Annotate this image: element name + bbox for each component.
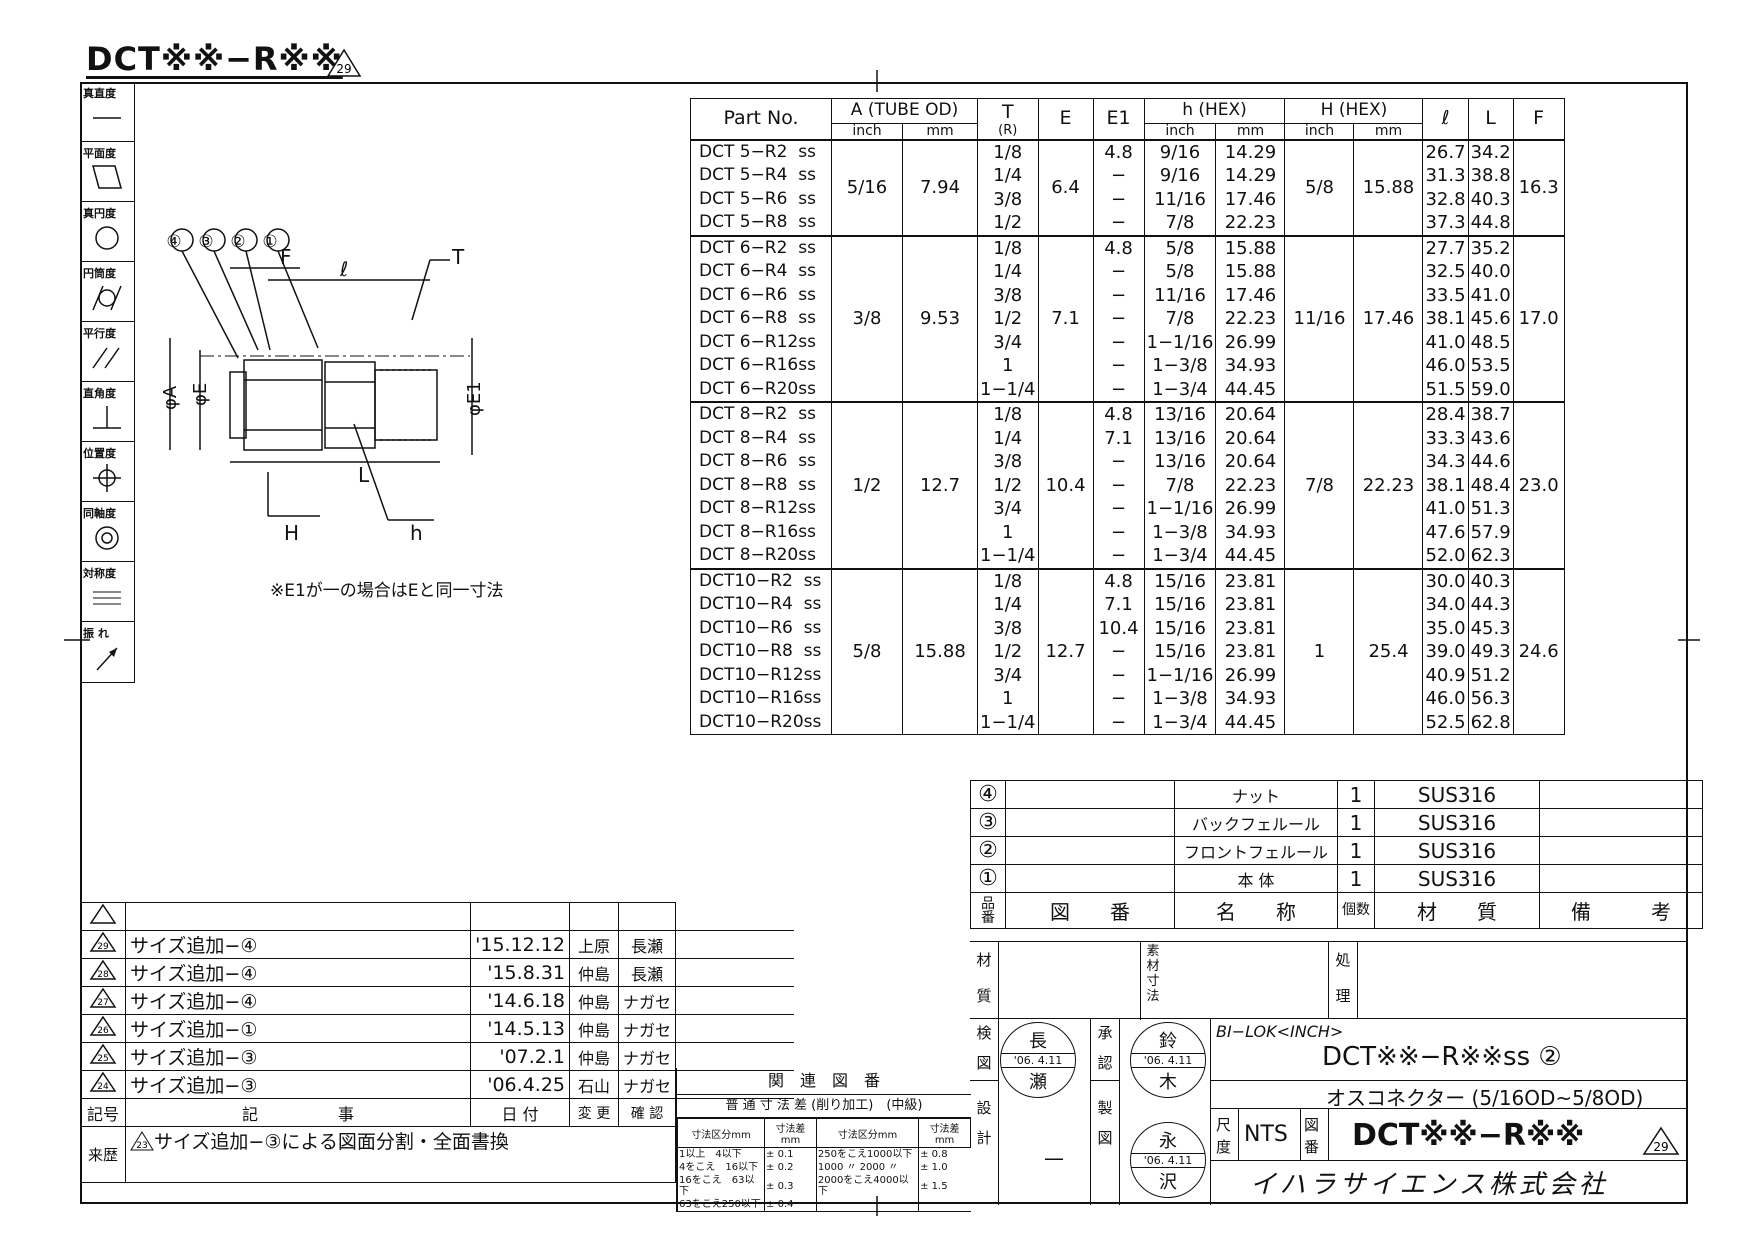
design-value: —	[1044, 1146, 1064, 1170]
drawing-rev-icon: 29	[1642, 1126, 1680, 1155]
tol-cell: 真円度	[80, 202, 134, 262]
header-revision: 29	[336, 62, 351, 76]
col-l: ℓ	[1422, 98, 1469, 140]
material-label: 材質	[970, 942, 999, 1019]
col-H: H (HEX)	[1284, 98, 1424, 124]
tol-cell: 同軸度	[80, 502, 134, 562]
svg-text:26: 26	[97, 1026, 109, 1036]
product-name: オスコネクター (5/16OD~5/8OD)	[1326, 1086, 1644, 1110]
approve-column: 承認 製図	[1090, 1018, 1120, 1205]
col-part-no: Part No.	[690, 98, 832, 140]
drawing-note: ※E1が一の場合はEと同一寸法	[270, 581, 504, 601]
col-L: L	[1467, 98, 1514, 140]
dim-L: L	[358, 463, 370, 487]
fitting-drawing: ④ ③ ② ① F ℓ T φA φE φE1 L H h	[160, 228, 485, 545]
dim-H: H	[284, 521, 299, 545]
dim-A: φA	[160, 385, 181, 410]
approval-column: 検図 設計	[970, 1018, 999, 1205]
svg-text:23: 23	[136, 1141, 147, 1151]
balloon-1: ①	[262, 232, 277, 252]
col-A: A (TUBE OD)	[831, 98, 978, 124]
tol-cell: 直角度	[80, 382, 134, 442]
dim-E: φE	[190, 383, 211, 406]
tol-cell: 位置度	[80, 442, 134, 502]
svg-text:27: 27	[97, 998, 108, 1008]
runout-icon	[96, 647, 118, 671]
col-T: T(R)	[977, 98, 1039, 140]
tolerance-symbol-strip: 真直度 平面度 真円度 円筒度 平行度 直角度 位置度 同軸度 対称度 振 れ	[80, 82, 135, 683]
tol-cell: 平面度	[80, 142, 134, 202]
balloon-2: ②	[230, 232, 245, 252]
revision-triangle-icon: 29	[326, 48, 362, 77]
perpendicularity-icon	[93, 406, 121, 429]
stock-label: 素材寸法	[1140, 942, 1165, 1020]
balloon-4: ④	[166, 232, 181, 252]
model: DCT※※−R※※ss ②	[1322, 1042, 1562, 1072]
flatness-icon	[92, 165, 122, 189]
rev-footer-row: 記号 記 事 日 付 変 更 確 認	[80, 1098, 795, 1127]
parallelism-icon	[92, 347, 120, 369]
svg-text:28: 28	[97, 970, 109, 980]
tol-cell: 対称度	[80, 562, 134, 622]
parts-header-row: 品番 図 番 名 称 個数 材 質 備 考	[970, 892, 1703, 929]
dim-F: F	[280, 245, 292, 269]
straightness-icon	[93, 117, 121, 119]
tol-cell: 振 れ	[80, 622, 134, 682]
tol-cell: 円筒度	[80, 262, 134, 322]
tol-cell: 真直度	[80, 82, 134, 142]
company-name: イハラサイエンス株式会社	[1250, 1170, 1609, 1200]
svg-text:25: 25	[97, 1054, 108, 1064]
dim-T: T	[451, 245, 465, 269]
dim-l: ℓ	[339, 257, 348, 281]
svg-text:29: 29	[1653, 1140, 1668, 1154]
drawing-no-label: 図番	[1304, 1116, 1320, 1156]
dim-E1: φE1	[464, 381, 485, 416]
col-h: h (HEX)	[1143, 98, 1286, 124]
col-E1: E1	[1092, 98, 1145, 140]
position-icon	[93, 464, 121, 492]
scale: NTS	[1244, 1122, 1288, 1147]
col-F: F	[1512, 98, 1565, 140]
concentricity-icon	[95, 526, 119, 550]
scale-label: 尺度	[1216, 1116, 1232, 1156]
rev-empty-mark	[80, 902, 126, 931]
spec-table: Part No. A (TUBE OD) T(R) E E1 h (HEX) H…	[690, 98, 1565, 735]
tol-cell: 平行度	[80, 322, 134, 382]
symmetry-icon	[93, 591, 121, 605]
balloon-3: ③	[198, 232, 213, 252]
circularity-icon	[95, 226, 119, 250]
treatment-label: 処理	[1328, 942, 1358, 1018]
svg-text:29: 29	[97, 942, 109, 952]
brand: BI−LOK<INCH>	[1216, 1022, 1344, 1041]
drawing-no: DCT※※−R※※	[1352, 1118, 1585, 1153]
cylindricity-icon	[92, 285, 122, 311]
col-E: E	[1037, 98, 1094, 140]
svg-text:24: 24	[97, 1082, 109, 1092]
dim-h: h	[410, 521, 423, 545]
page-title: DCT※※−R※※	[86, 40, 343, 78]
